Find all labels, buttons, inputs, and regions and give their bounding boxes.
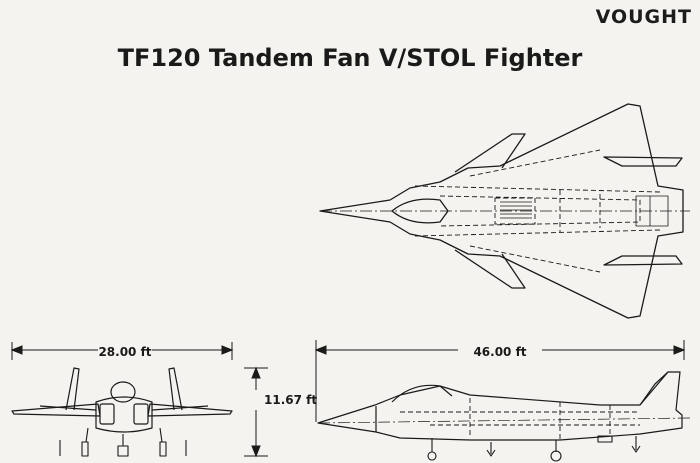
front-height-label: 11.67 ft	[264, 393, 317, 407]
side-length-dimension	[314, 340, 686, 422]
side-length-label: 46.00 ft	[473, 345, 526, 359]
top-view-fin-lower	[603, 255, 683, 266]
brand-logo: VOUGHT	[595, 6, 692, 28]
drawing-title: TF120 Tandem Fan V/STOL Fighter	[117, 44, 583, 72]
side-view	[317, 371, 691, 462]
side-view-canopy	[391, 384, 453, 403]
front-height-dimension	[244, 366, 268, 458]
top-view-canard-upper	[454, 133, 526, 173]
top-view-fin-upper	[603, 156, 683, 167]
front-view-fin-left	[65, 367, 80, 411]
front-span-label: 28.00 ft	[98, 345, 151, 359]
side-view-outline	[317, 371, 683, 441]
top-view-canard-lower	[454, 249, 526, 289]
front-view-wing	[11, 403, 101, 417]
top-view	[319, 103, 690, 319]
front-view-fuselage	[95, 396, 153, 433]
front-view	[11, 367, 233, 457]
front-view-canopy	[110, 381, 136, 403]
front-span-dimension	[10, 342, 234, 360]
